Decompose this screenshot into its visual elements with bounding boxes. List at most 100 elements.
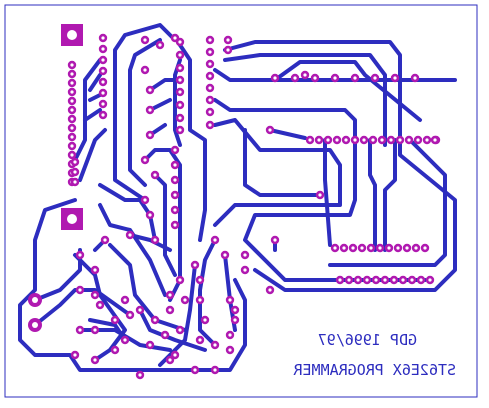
via-pad-hole	[148, 133, 152, 137]
via-pad-hole	[243, 253, 247, 257]
via-pad-hole	[213, 368, 217, 372]
via-pad-hole	[208, 110, 212, 114]
via-pad-hole	[70, 81, 74, 85]
via-pad-hole	[178, 53, 182, 57]
via-pad-hole	[173, 163, 177, 167]
mount-pad-top-hole	[67, 30, 77, 40]
via-pad-hole	[78, 328, 82, 332]
via-pad-hole	[101, 80, 105, 84]
via-pad-hole	[208, 62, 212, 66]
via-pad-hole	[178, 90, 182, 94]
via-pad-hole	[383, 278, 387, 282]
via-pad-hole	[380, 138, 384, 142]
via-pad-hole	[78, 288, 82, 292]
via-pad-hole	[73, 170, 77, 174]
via-pad-hole	[103, 238, 107, 242]
via-pad-hole	[226, 48, 230, 52]
via-pad-hole	[416, 138, 420, 142]
via-pad-hole	[313, 76, 317, 80]
silkscreen-layer: ST62E6X PROGRAMMER GDP 1996/97	[292, 331, 456, 379]
via-pad-hole	[70, 99, 74, 103]
via-pad-hole	[226, 38, 230, 42]
via-pad-hole	[143, 38, 147, 42]
via-pad-hole	[268, 128, 272, 132]
via-pad-hole	[178, 116, 182, 120]
via-pad-hole	[153, 173, 157, 177]
via-pad-hole	[405, 246, 409, 250]
via-pad-hole	[203, 318, 207, 322]
via-pad-hole	[378, 246, 382, 250]
via-pad-hole	[173, 36, 177, 40]
via-pad-hole	[353, 138, 357, 142]
via-pad-hole	[273, 238, 277, 242]
via-pad-hole	[338, 278, 342, 282]
via-pad-hole	[371, 138, 375, 142]
via-pad-hole	[208, 123, 212, 127]
via-pad-hole	[70, 153, 74, 157]
via-pad-hole	[93, 293, 97, 297]
power-pad-b-hole	[32, 322, 38, 328]
board-title-text: ST62E6X PROGRAMMER	[292, 361, 456, 379]
via-pad-hole	[419, 278, 423, 282]
via-pad-hole	[393, 76, 397, 80]
via-pad-hole	[344, 138, 348, 142]
via-pad-hole	[198, 298, 202, 302]
via-pad-hole	[163, 333, 167, 337]
via-pad-hole	[70, 117, 74, 121]
via-pad-hole	[233, 318, 237, 322]
via-pad-hole	[173, 353, 177, 357]
via-pad-hole	[293, 76, 297, 80]
via-pad-hole	[208, 98, 212, 102]
board-credit-text: GDP 1996/97	[318, 331, 417, 349]
via-pad-hole	[208, 74, 212, 78]
via-pad-hole	[148, 343, 152, 347]
via-pad-hole	[168, 358, 172, 362]
via-pad-hole	[208, 38, 212, 42]
via-pad-hole	[101, 113, 105, 117]
via-pad-hole	[123, 298, 127, 302]
via-pad-hole	[342, 246, 346, 250]
via-pad-hole	[178, 66, 182, 70]
via-pad-hole	[369, 246, 373, 250]
via-pad-hole	[387, 246, 391, 250]
via-pad-hole	[213, 343, 217, 347]
via-pad-hole	[183, 298, 187, 302]
via-pad-hole	[128, 313, 132, 317]
via-pad-hole	[178, 328, 182, 332]
via-pad-hole	[362, 138, 366, 142]
via-pad-hole	[173, 178, 177, 182]
via-pad-hole	[148, 108, 152, 112]
via-pad-hole	[158, 43, 162, 47]
power-pad-a-hole	[32, 297, 38, 303]
via-pad-hole	[374, 278, 378, 282]
via-pad-hole	[356, 278, 360, 282]
via-pad-hole	[178, 103, 182, 107]
via-pad-hole	[233, 308, 237, 312]
via-pad-hole	[128, 233, 132, 237]
via-pad-hole	[392, 278, 396, 282]
via-pad-hole	[93, 358, 97, 362]
via-pad-hole	[351, 246, 355, 250]
via-pad-hole	[228, 333, 232, 337]
via-pad-hole	[173, 193, 177, 197]
via-pad-hole	[193, 263, 197, 267]
via-pad-hole	[178, 40, 182, 44]
via-pad-hole	[410, 278, 414, 282]
via-pad-hole	[113, 318, 117, 322]
via-pad-hole	[273, 76, 277, 80]
via-pad-hole	[148, 88, 152, 92]
pad-layer	[67, 33, 441, 380]
via-pad-hole	[98, 303, 102, 307]
via-pad-hole	[70, 72, 74, 76]
via-pad-hole	[101, 102, 105, 106]
via-pad-hole	[318, 193, 322, 197]
via-pad-hole	[414, 246, 418, 250]
via-pad-hole	[70, 144, 74, 148]
via-pad-hole	[303, 73, 307, 77]
via-pad-hole	[70, 90, 74, 94]
via-pad-hole	[93, 328, 97, 332]
via-pad-hole	[153, 238, 157, 242]
via-pad-hole	[78, 253, 82, 257]
via-pad-hole	[153, 318, 157, 322]
via-pad-hole	[143, 198, 147, 202]
